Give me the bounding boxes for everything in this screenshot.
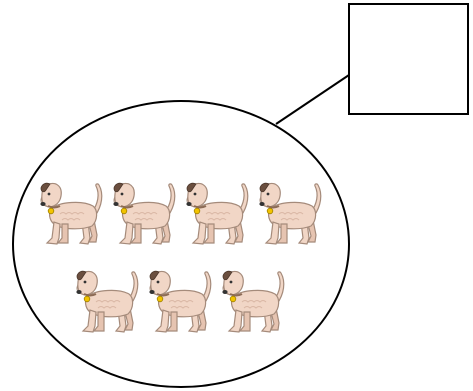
answer-box[interactable] [348,3,469,115]
connector-line [275,74,350,125]
group-circle [12,100,350,388]
answer-value [349,4,468,114]
